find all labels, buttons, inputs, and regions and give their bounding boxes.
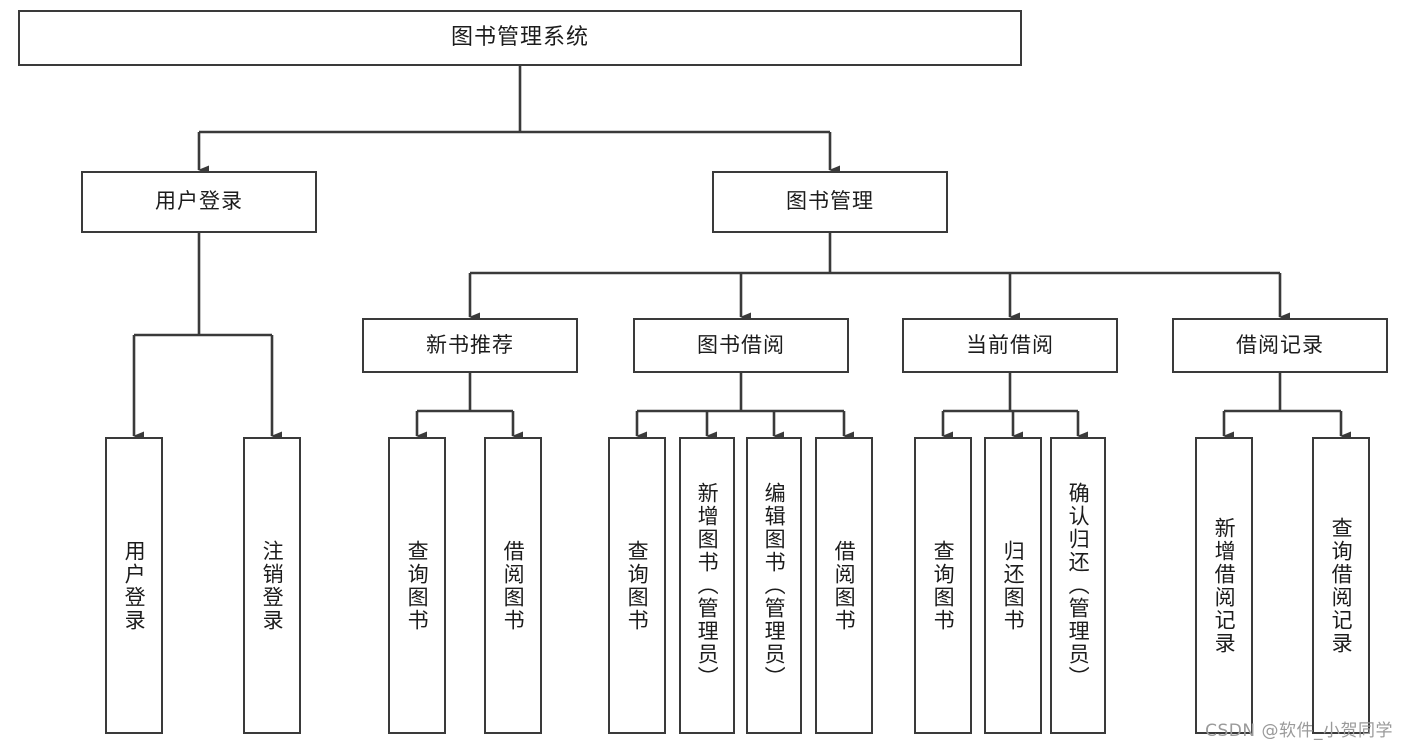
node-level3-2[interactable]: 当前借阅 xyxy=(902,318,1118,373)
node-label: 新书推荐 xyxy=(426,332,514,357)
node-leaf-1[interactable]: 注销登录 xyxy=(243,437,301,734)
node-level3-1[interactable]: 图书借阅 xyxy=(633,318,849,373)
node-label: 查询图书 xyxy=(625,539,650,632)
node-leaf-7[interactable]: 借阅图书 xyxy=(815,437,873,734)
node-label: 确认归还（管理员） xyxy=(1066,482,1091,689)
node-leaf-6[interactable]: 编辑图书（管理员） xyxy=(746,437,802,734)
node-label: 用户登录 xyxy=(155,189,243,214)
node-label: 图书借阅 xyxy=(697,332,785,357)
node-leaf-11[interactable]: 新增借阅记录 xyxy=(1195,437,1253,734)
node-label: 注销登录 xyxy=(260,539,285,632)
node-label: 查询图书 xyxy=(405,539,430,632)
node-label: 借阅图书 xyxy=(832,539,857,632)
node-leaf-3[interactable]: 借阅图书 xyxy=(484,437,542,734)
node-level2-1[interactable]: 图书管理 xyxy=(712,171,948,233)
node-label: 当前借阅 xyxy=(966,332,1054,357)
node-leaf-8[interactable]: 查询图书 xyxy=(914,437,972,734)
node-level3-0[interactable]: 新书推荐 xyxy=(362,318,578,373)
node-label: 归还图书 xyxy=(1001,539,1026,632)
node-label: 借阅记录 xyxy=(1236,332,1324,357)
node-label: 借阅图书 xyxy=(501,539,526,632)
node-leaf-9[interactable]: 归还图书 xyxy=(984,437,1042,734)
node-label: 图书管理 xyxy=(786,189,874,214)
node-leaf-5[interactable]: 新增图书（管理员） xyxy=(679,437,735,734)
node-label: 查询借阅记录 xyxy=(1329,516,1354,655)
node-leaf-0[interactable]: 用户登录 xyxy=(105,437,163,734)
node-root-0[interactable]: 图书管理系统 xyxy=(18,10,1022,66)
node-leaf-12[interactable]: 查询借阅记录 xyxy=(1312,437,1370,734)
node-label: 编辑图书（管理员） xyxy=(762,482,787,689)
node-level3-3[interactable]: 借阅记录 xyxy=(1172,318,1388,373)
node-leaf-10[interactable]: 确认归还（管理员） xyxy=(1050,437,1106,734)
node-label: 图书管理系统 xyxy=(450,24,589,50)
node-label: 新增图书（管理员） xyxy=(695,482,720,689)
node-label: 用户登录 xyxy=(122,539,147,632)
node-leaf-4[interactable]: 查询图书 xyxy=(608,437,666,734)
node-level2-0[interactable]: 用户登录 xyxy=(81,171,317,233)
node-leaf-2[interactable]: 查询图书 xyxy=(388,437,446,734)
node-label: 查询图书 xyxy=(931,539,956,632)
node-label: 新增借阅记录 xyxy=(1212,516,1237,655)
